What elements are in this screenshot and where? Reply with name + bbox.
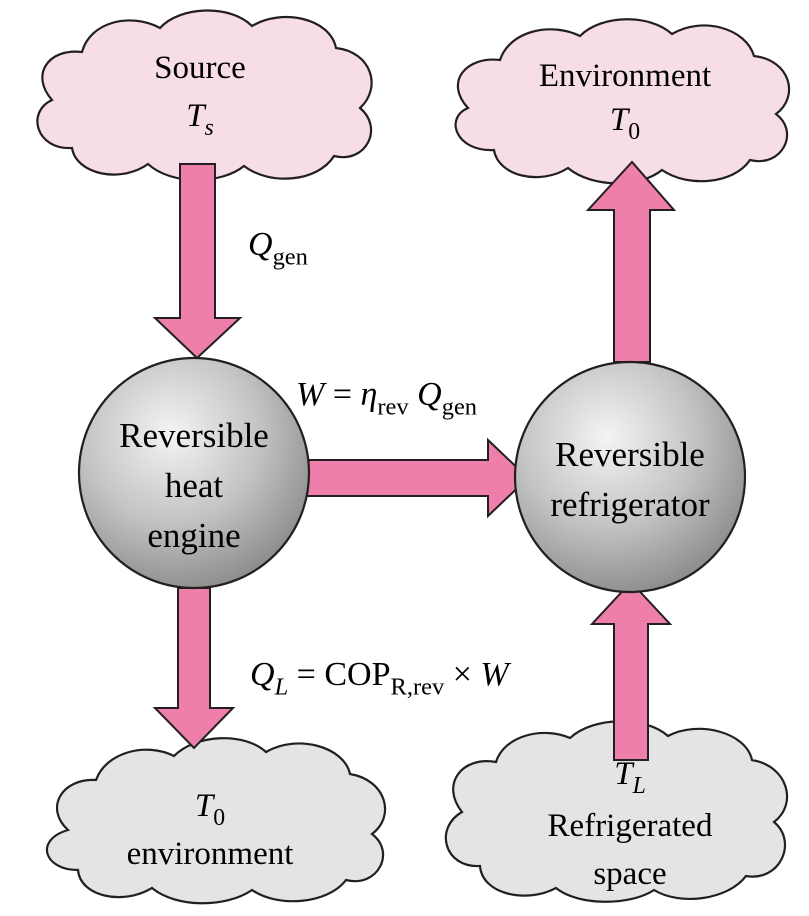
temp-subscript: L xyxy=(632,773,646,800)
temp-subscript: 0 xyxy=(213,805,226,832)
q-subscript: gen xyxy=(441,393,478,421)
q-symbol: Q xyxy=(250,656,275,693)
w-symbol: W xyxy=(296,376,325,413)
cop-subscript: R,rev xyxy=(390,673,445,701)
source-label: Source xyxy=(154,50,246,86)
environment-top-cloud xyxy=(454,18,791,185)
environment-top-temperature: T0 xyxy=(490,104,760,145)
q-l-arrow xyxy=(589,580,673,761)
q-gen-arrow xyxy=(152,163,243,360)
environment-bottom-temperature: T0 xyxy=(120,790,300,831)
temp-symbol: T xyxy=(609,102,629,138)
heat-to-environment-arrow xyxy=(585,160,677,363)
source-temperature: Ts xyxy=(110,100,290,141)
q-symbol: Q xyxy=(417,376,442,413)
eta-symbol: η xyxy=(360,376,378,413)
temp-symbol: T xyxy=(186,98,205,134)
heat-engine-line1: Reversible xyxy=(119,416,269,455)
environment-bottom-label: environment xyxy=(126,836,294,872)
equals-sign: = xyxy=(296,656,316,693)
refrigerated-space-line2: space xyxy=(593,856,667,892)
temp-subscript: 0 xyxy=(628,119,641,146)
environment-top-label: Environment xyxy=(538,58,712,94)
q-l-equation: QL = COPR,rev × W xyxy=(250,658,509,700)
refrigerator-line1: Reversible xyxy=(555,435,705,474)
equals-sign: = xyxy=(332,376,353,413)
q-subscript: L xyxy=(274,673,289,701)
refrigerated-space-line1: Refrigerated xyxy=(547,808,713,844)
refrigerator-sphere xyxy=(513,360,747,594)
heat-engine-sphere xyxy=(77,356,311,590)
work-arrow xyxy=(305,437,530,519)
times-sign: × xyxy=(452,656,472,693)
w-symbol: W xyxy=(480,656,509,693)
heat-engine-line3: engine xyxy=(147,516,241,555)
q-symbol: Q xyxy=(248,226,273,263)
q-gen-label: Qgen xyxy=(248,228,308,270)
refrigerator-line2: refrigerator xyxy=(550,485,710,524)
heat-rejection-arrow xyxy=(152,587,236,750)
temp-subscript: s xyxy=(204,115,214,142)
source-cloud xyxy=(36,9,373,181)
temp-symbol: T xyxy=(614,756,633,792)
refrigerated-space-cloud xyxy=(444,720,789,903)
heat-engine-line2: heat xyxy=(164,466,224,505)
refrigerated-space-temperature: TL xyxy=(540,758,720,799)
cop-symbol: COP xyxy=(324,656,391,693)
temp-symbol: T xyxy=(194,788,214,824)
eta-subscript: rev xyxy=(377,393,409,421)
work-equation: W = ηrev Qgen xyxy=(296,378,477,420)
q-subscript: gen xyxy=(272,243,308,271)
environment-bottom-cloud xyxy=(45,737,387,905)
